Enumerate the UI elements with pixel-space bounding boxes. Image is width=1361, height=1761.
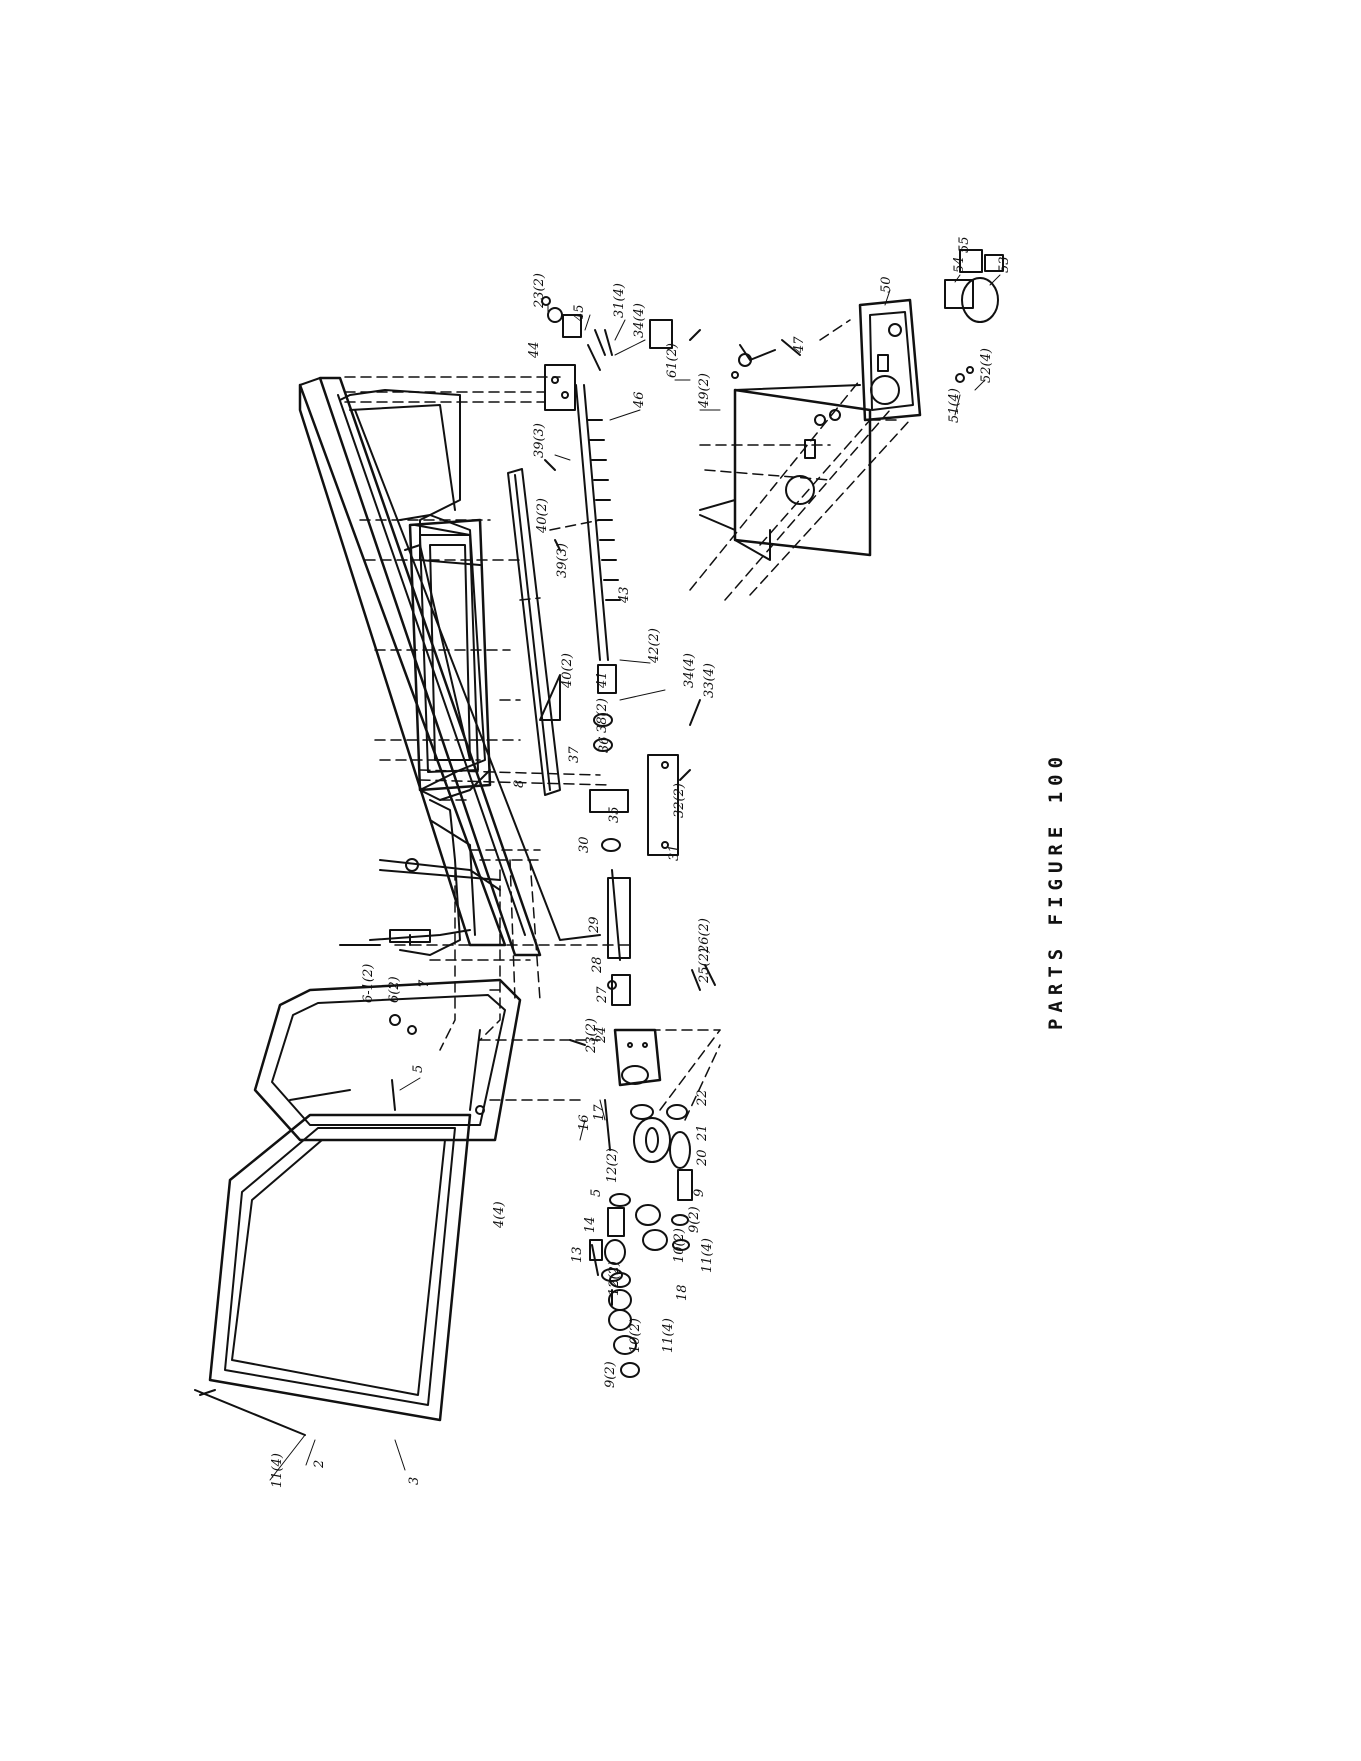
label-28: 28 — [590, 956, 605, 974]
label-4: 4(4) — [492, 1201, 507, 1229]
label-21: 21 — [695, 1124, 710, 1142]
label-38: 38(2) — [595, 698, 610, 733]
label-39a: 39(3) — [532, 423, 547, 458]
label-26: 26(2) — [697, 918, 712, 954]
label-24: 24 — [594, 1026, 609, 1044]
label-18: 18 — [675, 1284, 690, 1301]
label-40b: 40(2) — [560, 653, 575, 689]
label-33: 33(4) — [702, 663, 717, 698]
label-35: 35 — [607, 806, 622, 823]
label-34b: 34(4) — [632, 303, 647, 338]
label-23a: 23(2) — [532, 273, 547, 309]
label-39b: 39(3) — [555, 543, 570, 578]
label-34a: 34(4) — [682, 653, 697, 688]
label-7: 7 — [417, 979, 432, 988]
label-6-1: 6-1(2) — [361, 964, 376, 1003]
label-42: 42(2) — [647, 628, 662, 664]
label-61: 61(2) — [665, 343, 680, 378]
label-8: 8 — [512, 780, 527, 788]
label-27: 27 — [595, 986, 610, 1004]
label-52: 52(4) — [979, 348, 994, 383]
label-20: 20 — [695, 1149, 710, 1167]
end-bracket — [545, 315, 581, 410]
label-3: 3 — [407, 1477, 422, 1485]
label-47: 47 — [792, 336, 807, 354]
label-13: 13 — [570, 1246, 585, 1263]
drive-shaft — [608, 870, 630, 1005]
gearbox-block — [615, 1030, 660, 1085]
alignment-lines — [345, 320, 910, 1120]
front-panel — [860, 300, 920, 420]
label-9c: 9 — [692, 1189, 707, 1197]
label-6: 6(2) — [387, 976, 402, 1003]
gear-train — [590, 1105, 692, 1305]
label-55: 55 — [957, 236, 972, 253]
label-29: 29 — [587, 916, 602, 934]
lead-screw — [540, 385, 620, 720]
door-panel-large — [195, 1115, 470, 1435]
label-53: 53 — [997, 256, 1012, 273]
label-40a: 40(2) — [535, 498, 550, 534]
label-11c: 11(4) — [700, 1238, 715, 1273]
label-45: 45 — [572, 304, 587, 322]
label-12b: 12(2) — [605, 1148, 620, 1183]
label-9a: 9(2) — [603, 1361, 618, 1388]
label-22: 22 — [695, 1089, 710, 1107]
label-11b: 11(4) — [661, 1318, 676, 1353]
label-36: 36 — [597, 736, 612, 753]
guide-rail — [508, 469, 560, 795]
label-43: 43 — [617, 586, 632, 604]
label-50: 50 — [879, 276, 894, 293]
main-frame — [300, 378, 600, 955]
label-31b: 31(4) — [612, 283, 627, 318]
label-41: 41 — [595, 671, 610, 689]
door-connectors — [440, 860, 720, 1050]
label-54: 54 — [952, 256, 967, 273]
label-37: 37 — [567, 746, 582, 763]
label-51: 51(4) — [947, 388, 962, 423]
label-12a: 12(2) — [607, 1261, 622, 1296]
label-46: 46 — [632, 391, 647, 409]
label-10a: 10(2) — [628, 1318, 643, 1353]
part-labels: 2 3 4(4) 5 5 6(2) 6-1(2) 7 8 9(2) 9(2) 9… — [270, 236, 1012, 1488]
label-44: 44 — [527, 341, 542, 359]
label-10b: 10(2) — [672, 1228, 687, 1263]
label-30: 30 — [577, 836, 592, 853]
label-9b: 9(2) — [687, 1206, 702, 1233]
label-5b: 5 — [589, 1189, 604, 1197]
label-31: 31 — [667, 844, 682, 861]
label-2: 2 — [312, 1460, 327, 1469]
caption-text: PARTS FIGURE 100 — [1045, 751, 1067, 1030]
label-49: 49(2) — [697, 373, 712, 409]
label-14: 14 — [583, 1216, 598, 1233]
label-32: 32(2) — [672, 783, 687, 818]
leader-lines — [270, 275, 1000, 1480]
label-5a: 5 — [411, 1065, 426, 1073]
